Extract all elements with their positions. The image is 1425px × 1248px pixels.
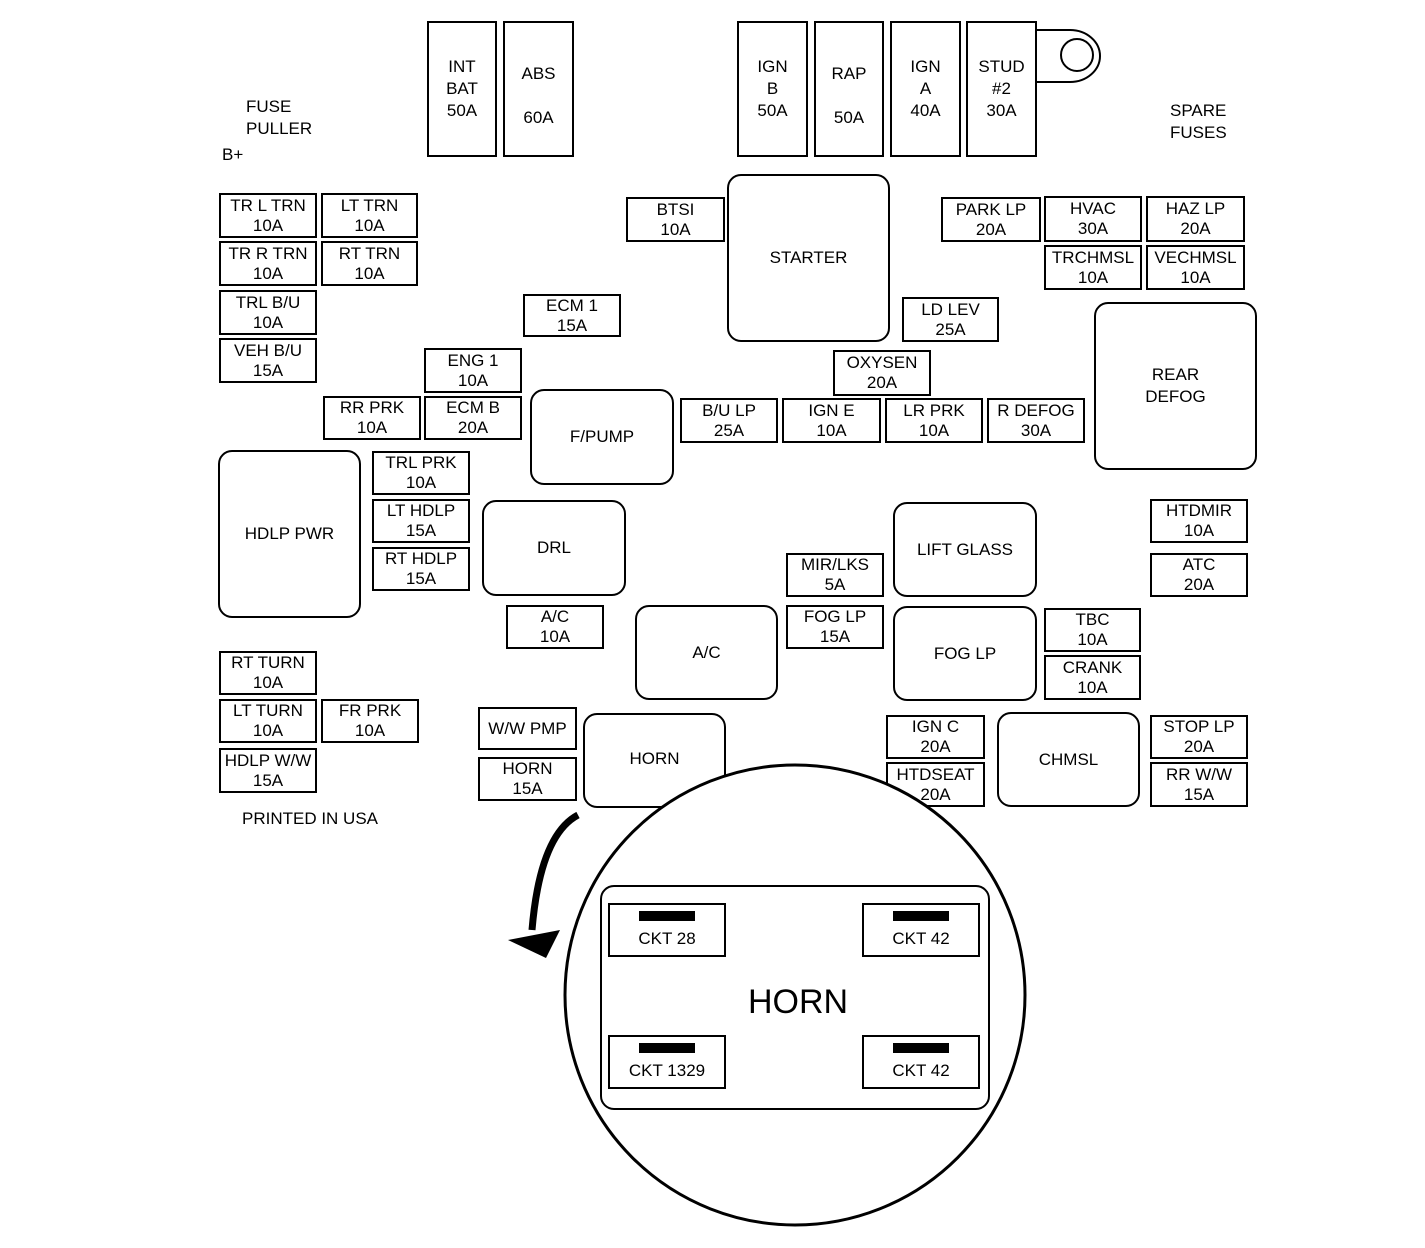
stud-terminal-icon (1037, 29, 1101, 83)
pin-terminal-icon (893, 1043, 949, 1053)
relay-ac: A/C (635, 605, 778, 700)
printed-in-usa-label: PRINTED IN USA (242, 809, 379, 828)
pin-terminal-icon (639, 1043, 695, 1053)
pin-ckt-42-bottom: CKT 42 (862, 1035, 980, 1089)
b-plus-label: B+ (222, 145, 244, 164)
relay-drl: DRL (482, 500, 626, 596)
pin-ckt-1329: CKT 1329 (608, 1035, 726, 1089)
maxi-fuse-abs: ABS 60A (503, 21, 574, 157)
horn-relay-detail (600, 885, 990, 1110)
maxi-fuse-rap: RAP 50A (814, 21, 884, 157)
relay-chmsl: CHMSL (997, 712, 1140, 807)
pin-terminal-icon (893, 911, 949, 921)
pin-ckt-28: CKT 28 (608, 903, 726, 957)
fuse-ww-pmp: W/W PMP (478, 707, 577, 750)
relay-fog-lp: FOG LP (893, 606, 1037, 701)
relay-f-pump: F/PUMP (530, 389, 674, 485)
horn-detail-circle (563, 763, 1027, 1227)
horn-detail-title: HORN (748, 983, 849, 1021)
pin-terminal-icon (639, 911, 695, 921)
relay-lift-glass: LIFT GLASS (893, 502, 1037, 597)
pin-ckt-42-top: CKT 42 (862, 903, 980, 957)
relay-hdlp-pwr: HDLP PWR (218, 450, 361, 618)
detail-arrow-icon (508, 811, 580, 958)
relay-starter: STARTER (727, 174, 890, 342)
